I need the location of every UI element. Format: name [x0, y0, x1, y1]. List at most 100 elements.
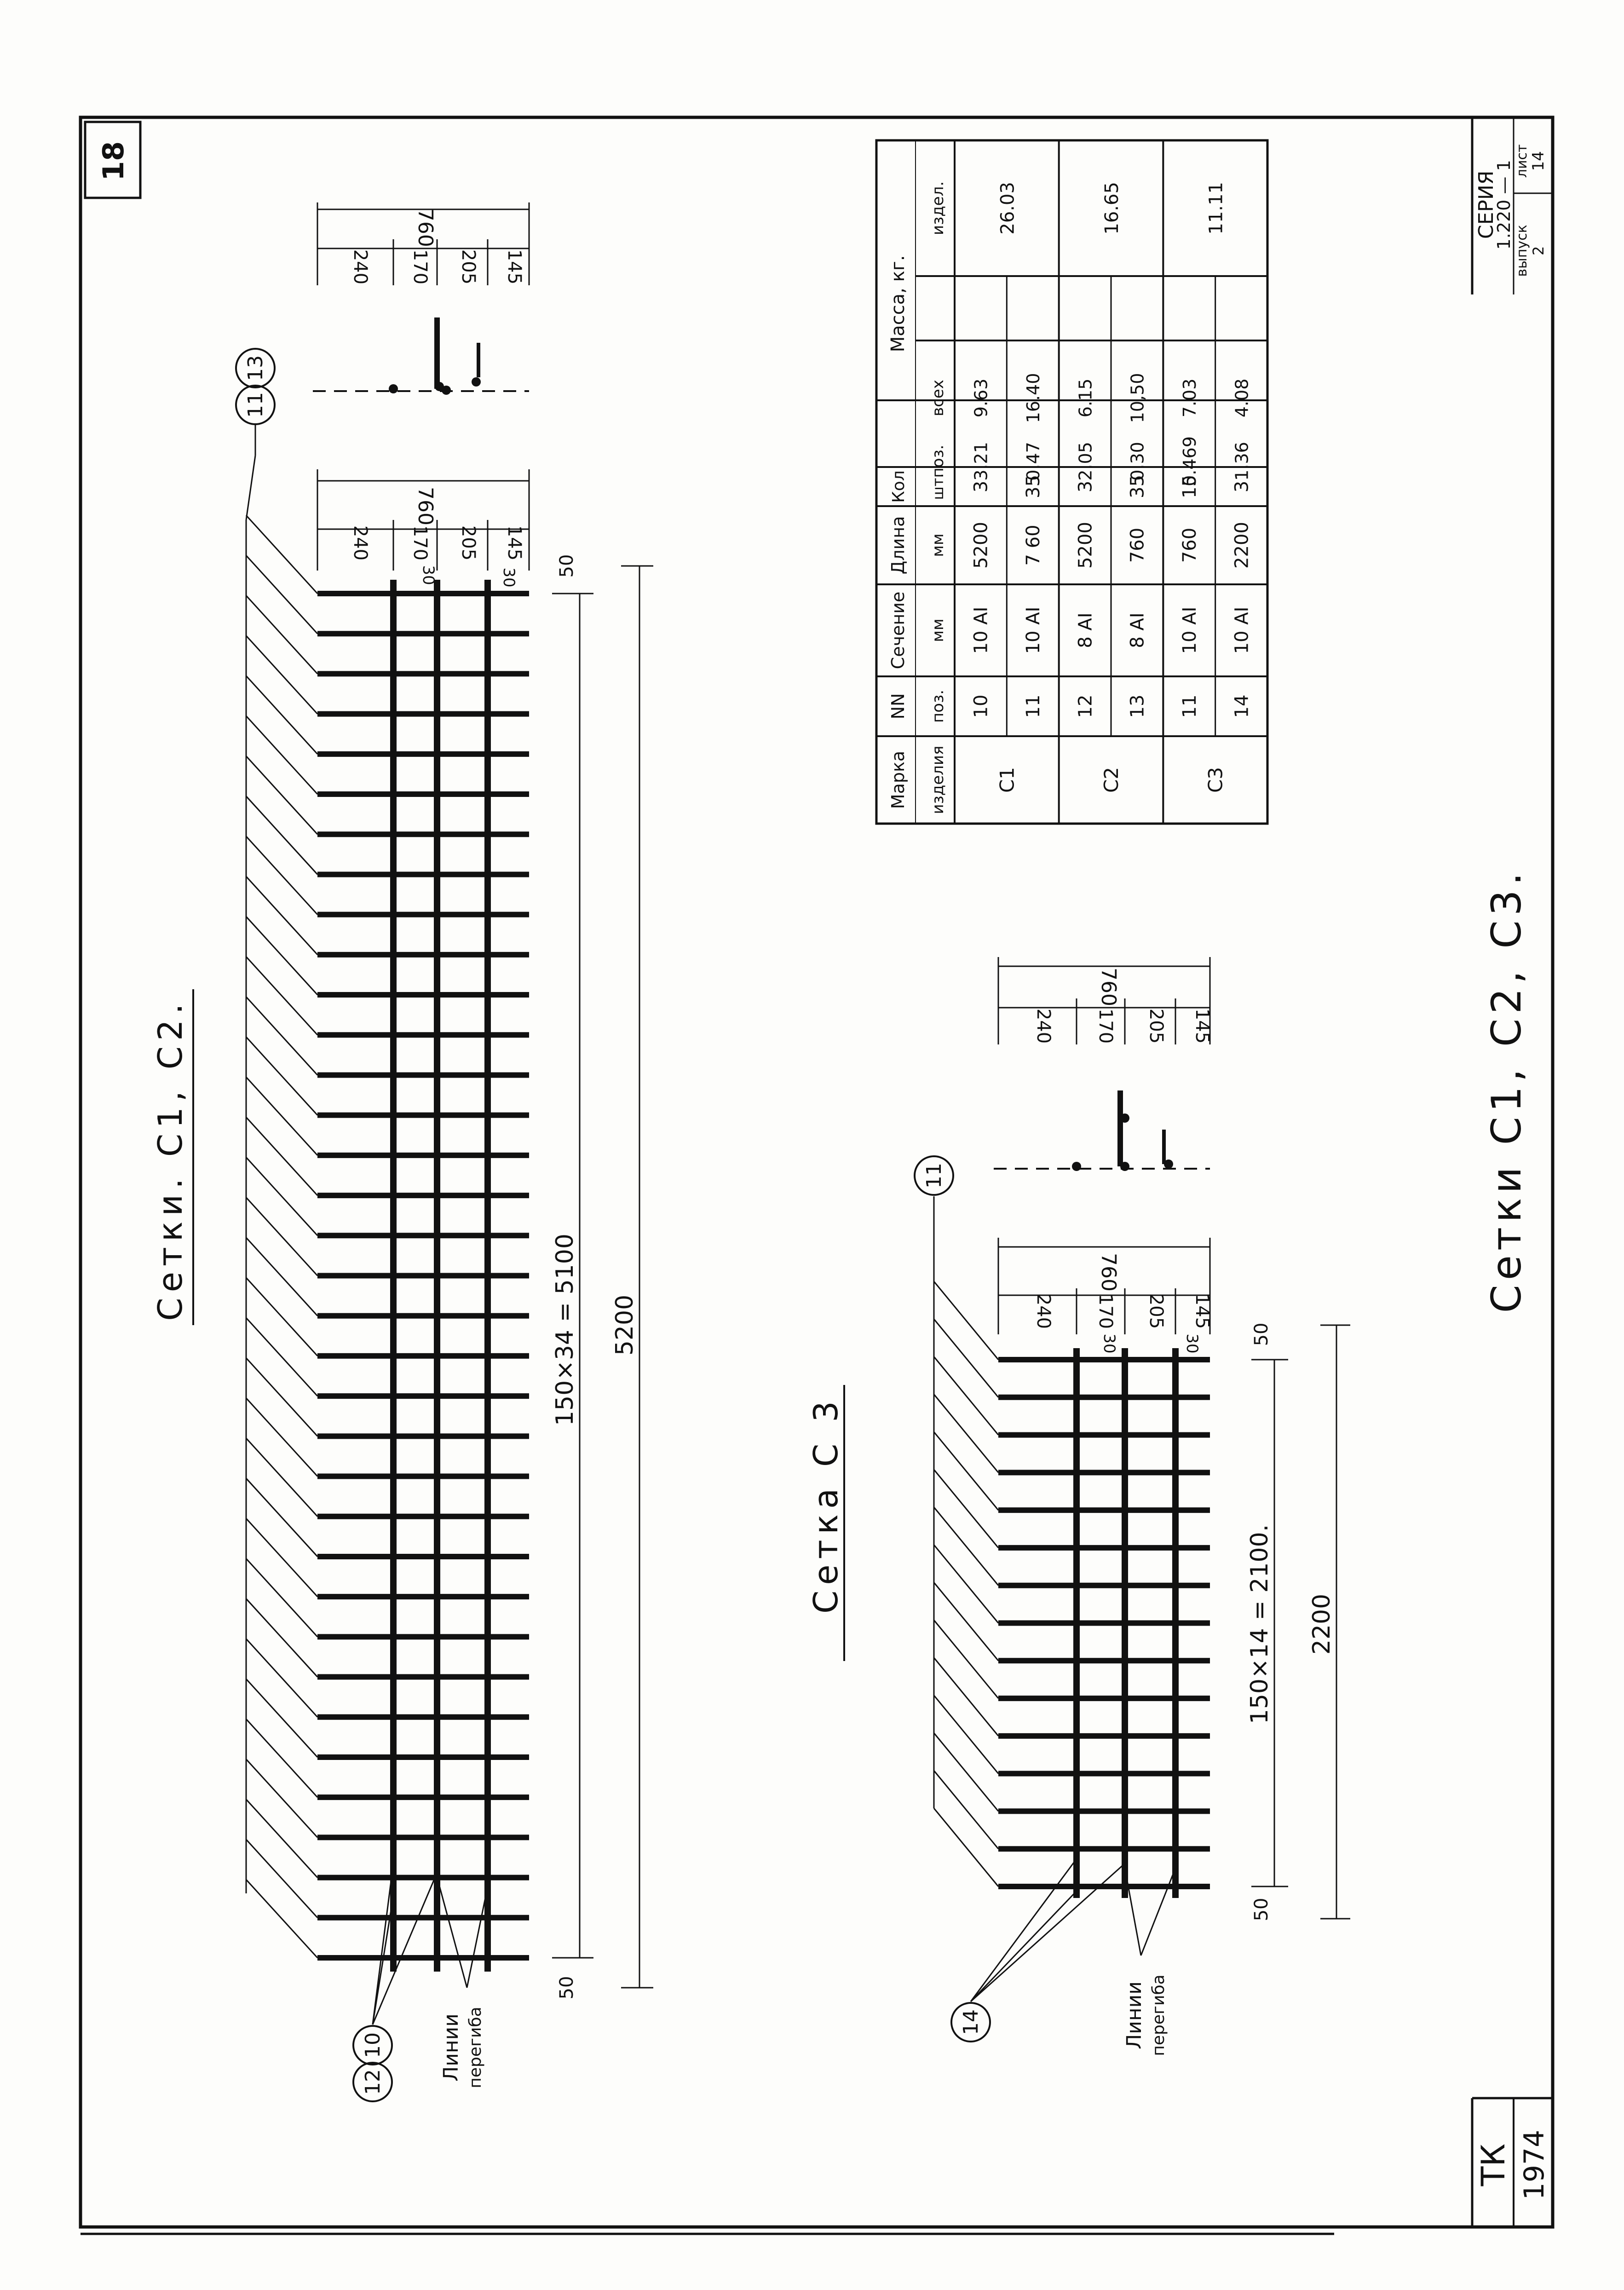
leader-line: [933, 1582, 999, 1661]
bend-label-1: Линии: [439, 2013, 463, 2082]
cell-mass-all: 10,50: [1128, 373, 1148, 423]
leader-line: [245, 1598, 318, 1678]
cell-qty: 3: [971, 481, 992, 492]
c1c2-s170: 170: [409, 249, 431, 284]
leader-line: [933, 1356, 999, 1436]
leader-line: [245, 916, 318, 996]
th-pos: NN: [888, 693, 908, 720]
c3-w205: 205: [1146, 1294, 1167, 1329]
th-mass-item: издел.: [929, 181, 947, 235]
cell-length: 760: [1179, 528, 1200, 563]
sheet-frame: [79, 115, 1555, 2229]
c3-bend-label-2: перегиба: [1149, 1974, 1168, 2056]
leader-line: [933, 1620, 999, 1699]
cell-mass-pos: 0.30: [1128, 442, 1148, 481]
cell-length: 760: [1127, 528, 1148, 563]
c1c2-w760: 760: [414, 487, 437, 525]
c1c2-section-detail: 760 240 170 205 145: [313, 202, 530, 395]
leader-line: [245, 1477, 318, 1557]
c1c2-s205: 205: [458, 249, 479, 284]
c3-callout-14: 14: [959, 2009, 983, 2035]
leader-line: [245, 635, 318, 715]
c1c2-title: Сетки. С1, С2.: [151, 998, 190, 1321]
cell-mass-pos: 0.47: [1023, 442, 1043, 481]
callout-10: 10: [361, 2032, 385, 2058]
cell-mass-pos: 2.05: [1075, 442, 1095, 481]
leader-line: [245, 996, 318, 1076]
cell-mass-all: 9.63: [971, 379, 991, 418]
c1c2-end-dim-bottom: 50: [556, 1976, 577, 2000]
c3-length-dim: 2200: [1308, 1594, 1336, 1655]
th-mark-sub: изделия: [929, 746, 947, 814]
leader-line: [245, 1317, 318, 1397]
leader-line: [245, 1237, 318, 1316]
c3-callout-11: 11: [922, 1163, 946, 1188]
leader-line: [245, 514, 318, 594]
c1c2-spacing-dim: 150×34 = 5100: [551, 1234, 579, 1426]
series-label: СЕРИЯ: [1474, 171, 1498, 239]
table-border: [875, 139, 1269, 825]
c3-s170: 170: [1095, 1009, 1116, 1044]
callout-circle: [950, 2002, 991, 2042]
c3-width-dims: 760 240 170 205 145: [997, 1238, 1213, 1334]
leader-line: [933, 1732, 999, 1812]
cell-section: 10 АI: [971, 607, 992, 654]
c1c2-s240: 240: [350, 249, 371, 284]
stamp-code: ТК: [1474, 2144, 1512, 2186]
c3-w170: 170: [1095, 1294, 1116, 1329]
c3-section-detail: 760 240 170 205 145: [994, 957, 1213, 1171]
leader-line: [245, 1799, 318, 1878]
c1c2-w170: 170: [409, 525, 431, 560]
leader-line: [933, 1506, 999, 1586]
leader-line: [245, 1518, 318, 1598]
cell-section: 10 АI: [1231, 607, 1252, 654]
cell-length: 7 60: [1023, 525, 1044, 565]
th-mass: Масса, кг.: [887, 255, 909, 352]
callout-13: 13: [244, 355, 267, 381]
callout-circle: [352, 2025, 393, 2065]
leader-line: [245, 796, 318, 875]
cell-mass-pos: 3.21: [971, 442, 991, 481]
cell-mass-item: 11.11: [1206, 182, 1227, 235]
c3-w145: 145: [1192, 1294, 1213, 1329]
leader-line: [245, 1157, 318, 1236]
issue-label: выпуск: [1514, 225, 1530, 277]
leader-line: [933, 1770, 999, 1850]
leader-line: [933, 1695, 999, 1774]
leader-line: [933, 1469, 999, 1548]
c3-s145: 145: [1192, 1009, 1213, 1044]
bend-label-2: перегиба: [466, 2007, 485, 2088]
series-value: 1.220 — 1: [1494, 160, 1514, 249]
c3-s240: 240: [1033, 1009, 1054, 1044]
leader-line: [245, 595, 318, 675]
callout-circle: [352, 2062, 393, 2102]
leader-line: [245, 1879, 318, 1959]
leader-line: [933, 1318, 999, 1398]
c3-w760: 760: [1097, 1253, 1120, 1292]
cell-pos: 13: [1127, 695, 1148, 718]
cell-mass-all: 6.15: [1075, 379, 1095, 418]
drawing-c1-c2: Сетки. С1, С2. 11 13 10 12 Линии перегиб…: [151, 202, 653, 2102]
cell-length: 5200: [1075, 522, 1096, 569]
c1c2-offset-30a: 30: [419, 565, 438, 585]
cell-pos: 14: [1231, 695, 1252, 718]
cell-mark: С3: [1204, 767, 1227, 793]
leader-line: [245, 956, 318, 1036]
c1c2-s145: 145: [504, 249, 525, 284]
leader-line: [245, 1357, 318, 1437]
cell-section: 10 АI: [1179, 607, 1200, 654]
leader-line: [933, 1394, 999, 1473]
cell-length: 5200: [971, 522, 992, 569]
c1c2-length-dim: 5200: [611, 1295, 639, 1356]
c3-end-dim-bottom: 50: [1251, 1898, 1272, 1921]
cell-mark: С2: [1100, 767, 1123, 793]
leader-line: [245, 1759, 318, 1838]
cell-qty: 3: [1231, 481, 1252, 492]
leader-line: [245, 1397, 318, 1477]
c3-spacing-dim: 150×14 = 2100.: [1246, 1524, 1273, 1724]
c3-title: Сетка С 3: [806, 1396, 845, 1614]
leader-line: [245, 1719, 318, 1798]
leader-line: [245, 1076, 318, 1156]
cell-mass-all: 4.08: [1232, 379, 1252, 418]
